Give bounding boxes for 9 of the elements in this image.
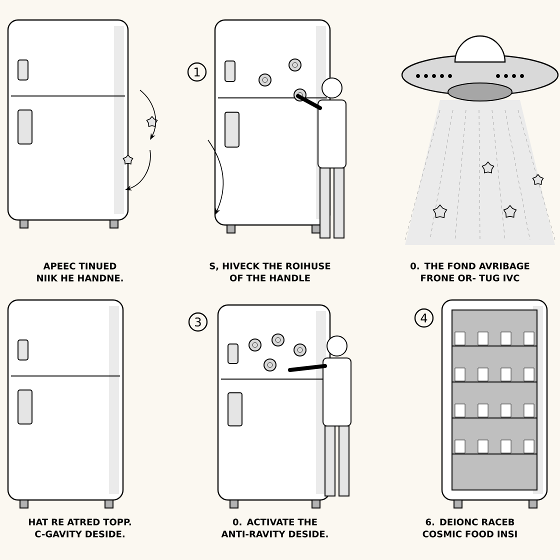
caption-text: S, HIVECK THE ROIHUSE OF THE HANDLE	[210, 262, 330, 282]
caption-text: 0. ACTIVATE THE ANTI-RAVITY DESIDE.	[221, 518, 328, 538]
step-number: 4	[414, 308, 434, 328]
caption-text: APEEC TINUED NIIK HE HANDNE.	[37, 262, 123, 282]
caption-text: HAT RE ATRED TOPP. C-GAVITY DESIDE.	[28, 518, 131, 538]
step-number: 1	[187, 62, 207, 82]
caption-text: 0. THE FOND AVRIBAGE FRONE OR- TUG IVC	[410, 262, 530, 282]
step-number: 3	[188, 312, 208, 332]
caption-text: 6. DEIONC RACEB COSMIC FOOD INSI	[422, 518, 517, 538]
